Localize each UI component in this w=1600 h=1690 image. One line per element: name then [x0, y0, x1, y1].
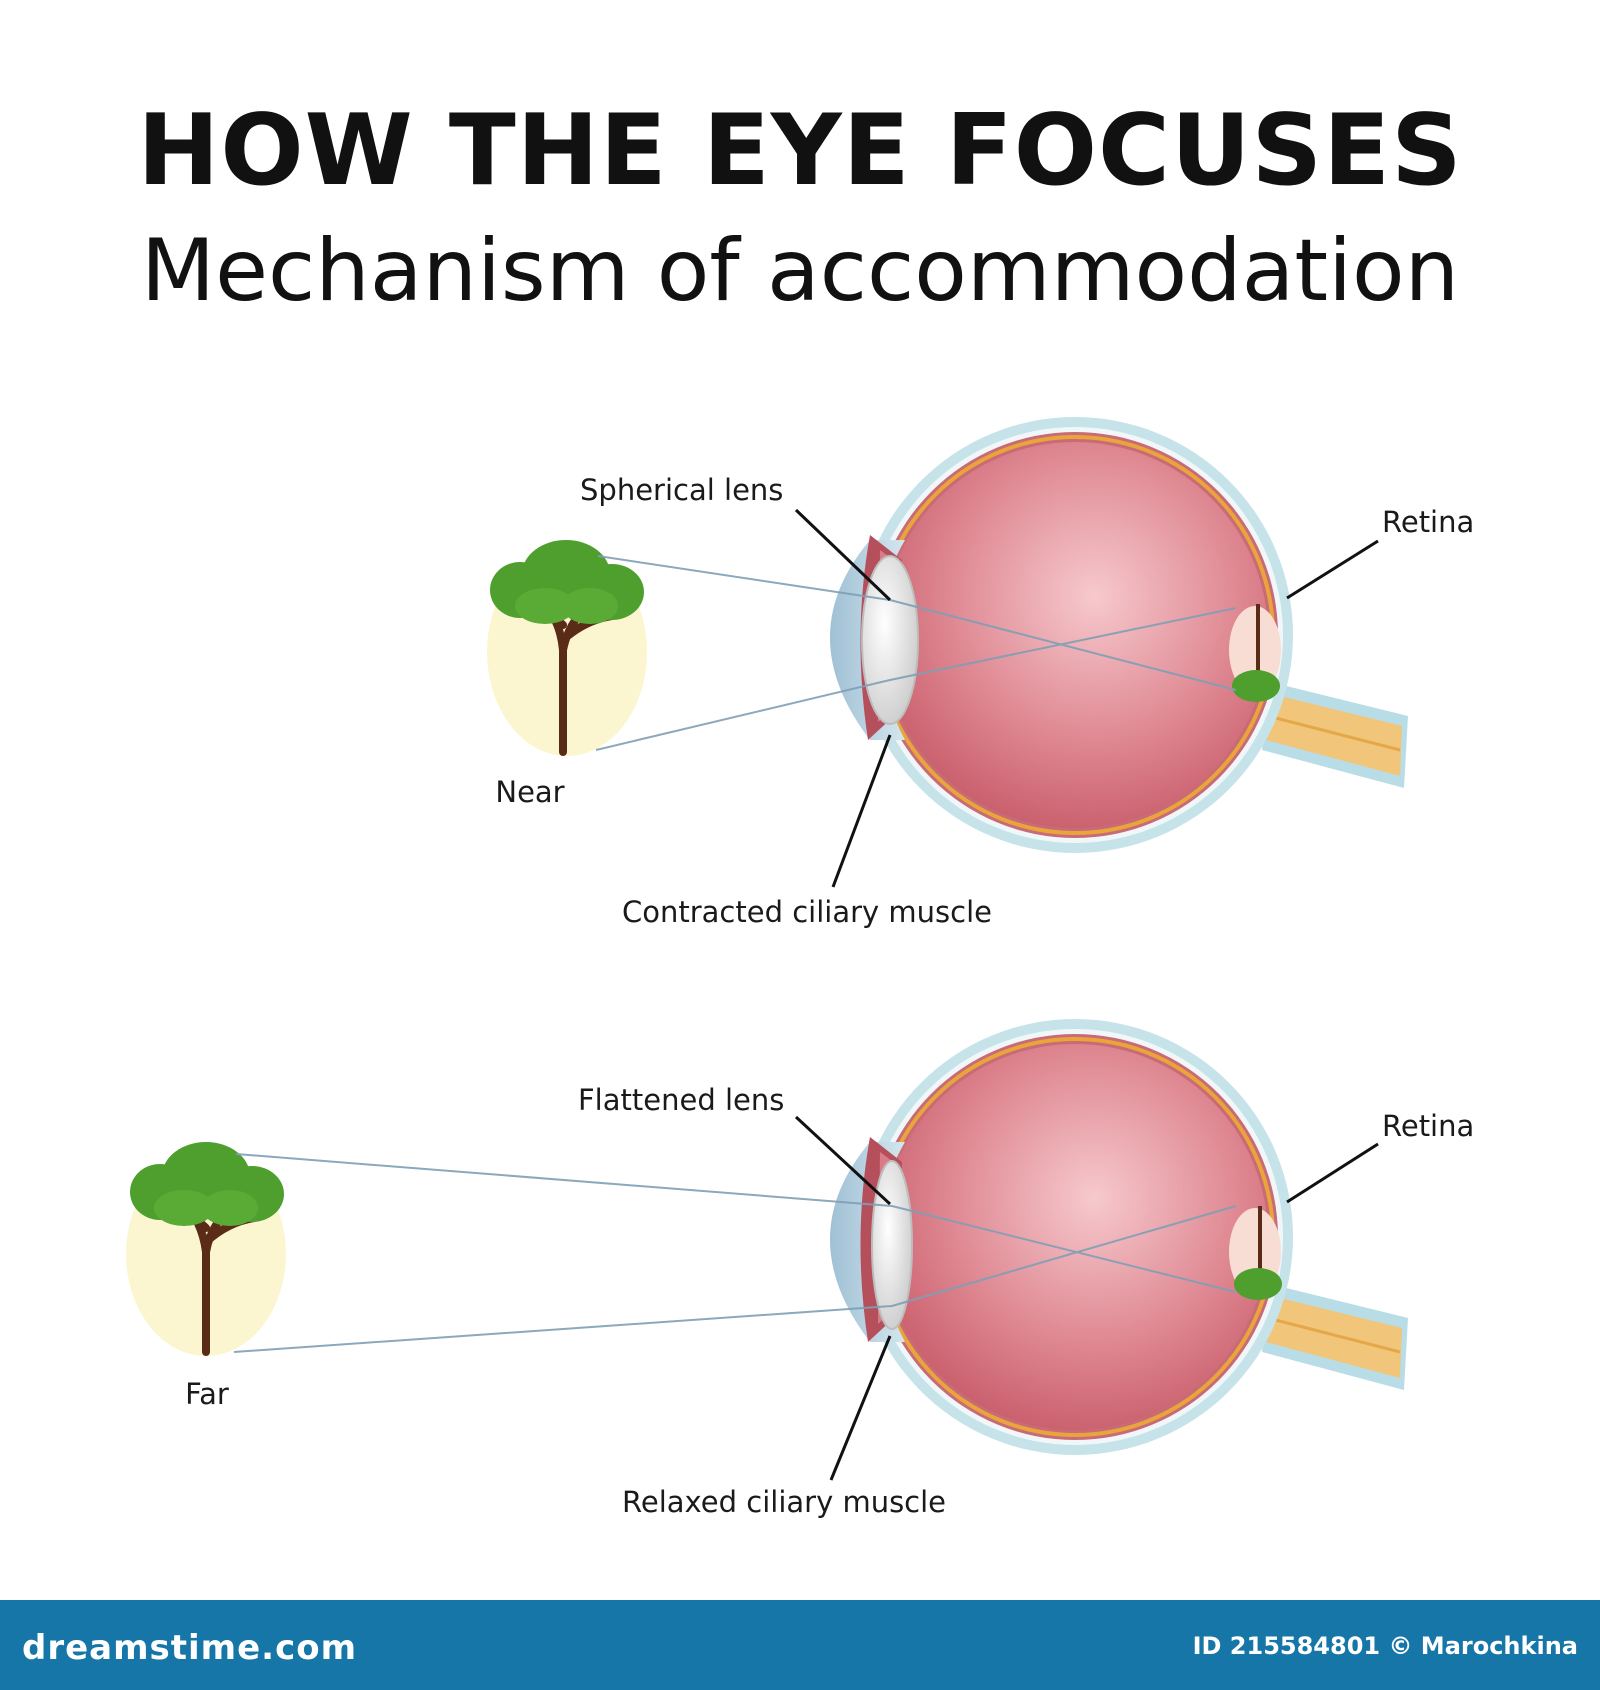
spherical-lens-leader [794, 508, 892, 602]
far-retina-label: Retina [1382, 1109, 1474, 1143]
far-light-rays [233, 1153, 1237, 1353]
image-id-credit: ID 215584801 © Marochkina [1192, 1632, 1578, 1660]
relaxed-ciliary-muscle-label: Relaxed ciliary muscle [622, 1485, 946, 1519]
near-retina-label: Retina [1382, 505, 1474, 539]
near-tree-icon [487, 540, 647, 756]
far-retina-image-icon [1234, 1206, 1282, 1300]
flattened-lens-leader [794, 1115, 892, 1206]
contracted-ciliary-muscle-label: Contracted ciliary muscle [622, 895, 992, 929]
spherical-lens-label: Spherical lens [580, 473, 783, 507]
far-object-label: Far [185, 1377, 229, 1411]
far-tree-icon [126, 1142, 286, 1356]
far-retina-leader [1286, 1142, 1379, 1204]
near-object-label: Near [495, 775, 564, 809]
near-panel: Near Spherical lens Retina Contracted ci… [487, 415, 1474, 929]
accommodation-diagram: Near Spherical lens Retina Contracted ci… [126, 415, 1474, 1519]
footer-bar: dreamstime.com ID 215584801 © Marochkina [0, 1600, 1600, 1690]
page-subtitle: Mechanism of accommodation [140, 221, 1460, 321]
far-eyeball [828, 1017, 1410, 1457]
contracted-muscle-leader [831, 734, 892, 888]
flattened-lens [871, 1160, 913, 1330]
far-panel: Far Flattened lens Retina Relaxed ciliar… [126, 1017, 1474, 1519]
flattened-lens-label: Flattened lens [578, 1083, 784, 1117]
relaxed-muscle-leader [829, 1335, 892, 1481]
page-title: HOW THE EYE FOCUSES [137, 94, 1463, 208]
site-logo-text[interactable]: dreamstime.com [22, 1628, 358, 1668]
near-retina-image-icon [1232, 604, 1280, 702]
near-retina-leader [1286, 539, 1379, 600]
